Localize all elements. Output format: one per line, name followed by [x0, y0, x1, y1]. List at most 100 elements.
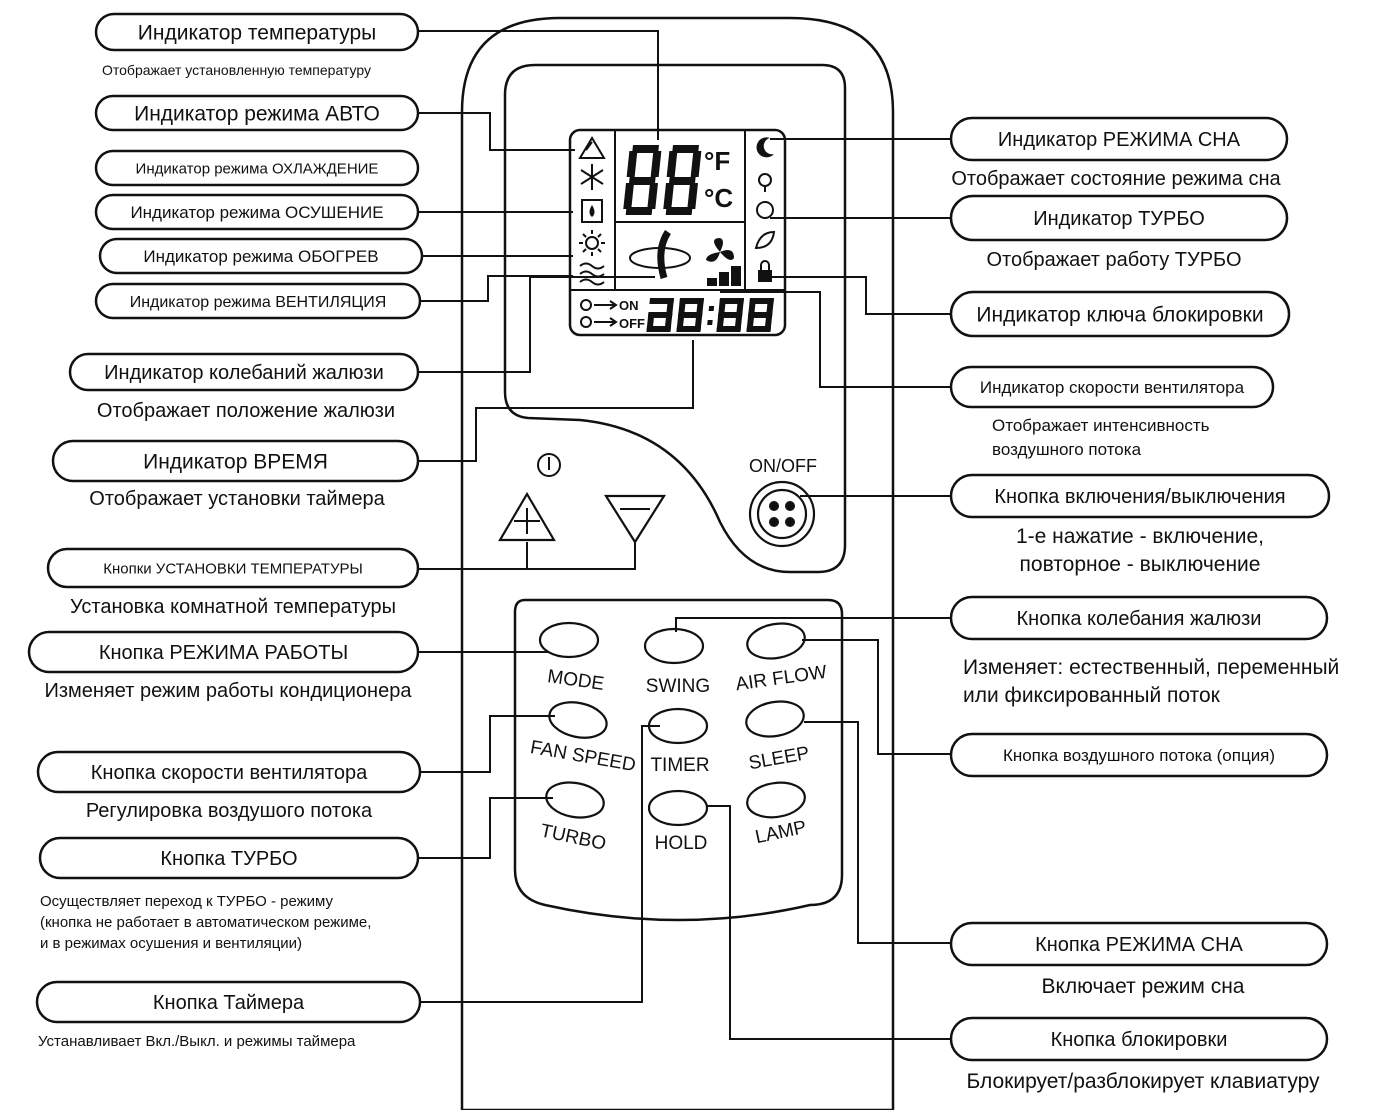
recycle-triangle-icon [578, 136, 606, 159]
callout-onoff-button: Кнопка включения/выключения 1-е нажатие -… [949, 473, 1331, 576]
time-digits [646, 298, 774, 332]
leaf-icon [754, 230, 776, 250]
callout-airflow-button: Кнопка воздушного потока (опция) [949, 732, 1329, 778]
callout-description: 1-е нажатие - включение, [1016, 525, 1264, 548]
callout-title: Индикатор ВРЕМЯ [143, 451, 328, 474]
callout-title: Индикатор температуры [138, 22, 376, 45]
callout-title: Индикатор режима ОБОГРЕВ [143, 247, 378, 266]
fan-blade-icon [706, 238, 734, 262]
temperature-digits [623, 145, 702, 215]
callout-title: Индикатор режима ВЕНТИЛЯЦИЯ [130, 294, 387, 311]
timer-button[interactable]: TIMER [647, 707, 710, 776]
callout-title: Кнопка РЕЖИМА СНА [1035, 934, 1243, 956]
callout-description: повторное - выключение [1020, 553, 1261, 576]
callout-box [94, 149, 420, 187]
hold-button-label: HOLD [655, 833, 708, 854]
right-labels: Индикатор РЕЖИМА СНА Отображает состояние… [949, 116, 1339, 1093]
power-button-icon [769, 501, 779, 511]
hold-button[interactable]: HOLD [647, 789, 709, 854]
callout-dry-mode: Индикатор режима ОСУШЕНИЕ [94, 193, 420, 231]
callout-description: (кнопка не работает в автоматическом реж… [40, 914, 371, 931]
timer-off-label: OFF [619, 316, 645, 331]
callout-title: Кнопка включения/выключения [994, 486, 1285, 508]
callout-title: Кнопка блокировки [1051, 1029, 1228, 1051]
callout-turbo-indicator: Индикатор ТУРБО Отображает работу ТУРБО [949, 194, 1289, 271]
callout-box [949, 921, 1329, 967]
callout-fanspeed-indicator: Индикатор скорости вентилятораОтображает… [949, 365, 1275, 459]
callout-description: Изменяет режим работы кондиционера [45, 680, 413, 702]
callout-description: воздушного потока [992, 440, 1142, 459]
callout-title: Кнопка ТУРБО [160, 848, 297, 870]
callout-title: Кнопка скорости вентилятора [91, 762, 368, 784]
swing-louver-icon [629, 230, 691, 279]
callout-title: Кнопка колебания жалюзи [1017, 608, 1262, 630]
swing-button[interactable]: SWING [643, 627, 710, 697]
callout-box [949, 473, 1331, 519]
callout-box [949, 1016, 1329, 1062]
onoff-button[interactable] [748, 480, 816, 548]
callout-cool-mode: Индикатор режима ОХЛАЖДЕНИЕ [94, 149, 420, 187]
temperature-up-button[interactable] [498, 491, 556, 542]
callout-title: Кнопка Таймера [153, 992, 305, 1014]
onoff-label: ON/OFF [749, 456, 817, 476]
callout-box [98, 237, 424, 275]
callout-description: Отображает установки таймера [89, 488, 385, 510]
callout-box [949, 732, 1329, 778]
callout-description: Установка комнатной температуры [70, 596, 396, 618]
callout-time-indicator: Индикатор ВРЕМЯ Отображает установки тайм… [51, 439, 420, 510]
callout-title: Индикатор ТУРБО [1033, 208, 1205, 230]
moon-icon [756, 137, 774, 158]
callout-description: Включает режим сна [1042, 975, 1245, 998]
callout-title: Индикатор режима ОСУШЕНИЕ [130, 203, 383, 222]
callout-box [68, 352, 420, 392]
callout-description: Осуществляет переход к ТУРБО - режиму [40, 893, 334, 910]
callout-description: Отображает положение жалюзи [97, 400, 395, 422]
callout-box [949, 194, 1289, 242]
callout-description: Изменяет: естественный, переменный [963, 656, 1339, 679]
callout-turbo-button: Кнопка ТУРБО Осуществляет переход к ТУРБО… [38, 836, 420, 952]
callout-box [949, 365, 1275, 409]
callout-description: или фиксированный поток [963, 684, 1221, 707]
callout-title: Индикатор ключа блокировки [976, 304, 1263, 327]
callout-description: Устанавливает Вкл./Выкл. и режимы таймер… [38, 1033, 356, 1050]
swing-button-label: SWING [646, 676, 710, 697]
callout-box [38, 836, 420, 880]
callout-description: Отображает состояние режима сна [951, 168, 1281, 190]
callout-mode-button: Кнопка РЕЖИМА РАБОТЫ Изменяет режим работ… [27, 630, 420, 702]
callout-temp-buttons: Кнопки УСТАНОВКИ ТЕМПЕРАТУРЫ Установка ко… [46, 547, 420, 618]
callout-box [94, 282, 422, 320]
callout-box [94, 94, 420, 132]
callout-description: Отображает интенсивность [992, 416, 1210, 435]
callout-title: Индикатор режима АВТО [134, 103, 380, 126]
callout-sleep-button: Кнопка РЕЖИМА СНА Включает режим сна [949, 921, 1329, 998]
unit-fahrenheit: °F [704, 146, 730, 176]
callout-sleep-indicator: Индикатор РЕЖИМА СНА Отображает состояние… [949, 116, 1289, 190]
callout-box [51, 439, 420, 483]
callout-box [27, 630, 420, 674]
callout-description: Регулировка воздушого потока [86, 800, 373, 822]
callout-heat-mode: Индикатор режима ОБОГРЕВ [98, 237, 424, 275]
callout-title: Кнопка РЕЖИМА РАБОТЫ [99, 642, 348, 664]
callout-description: и в режимах осушения и вентиляции) [40, 935, 302, 952]
bulb-icon [758, 173, 772, 192]
callout-title: Индикатор колебаний жалюзи [104, 362, 384, 384]
callout-box [46, 547, 420, 589]
callout-title: Кнопки УСТАНОВКИ ТЕМПЕРАТУРЫ [103, 560, 363, 577]
keypad-panel [513, 598, 844, 922]
fan-speed-bars [707, 266, 741, 286]
water-drop-icon [581, 199, 603, 223]
temperature-down-button[interactable] [604, 494, 666, 545]
callout-description: Отображает работу ТУРБО [986, 249, 1241, 271]
callout-title: Индикатор скорости вентилятора [980, 378, 1245, 397]
callout-box [949, 595, 1329, 641]
callout-description: Блокирует/разблокирует клавиатуру [966, 1070, 1320, 1093]
callout-title: Индикатор РЕЖИМА СНА [998, 129, 1241, 151]
callout-box [36, 750, 422, 794]
callout-box [949, 116, 1289, 162]
sun-icon [579, 230, 605, 256]
